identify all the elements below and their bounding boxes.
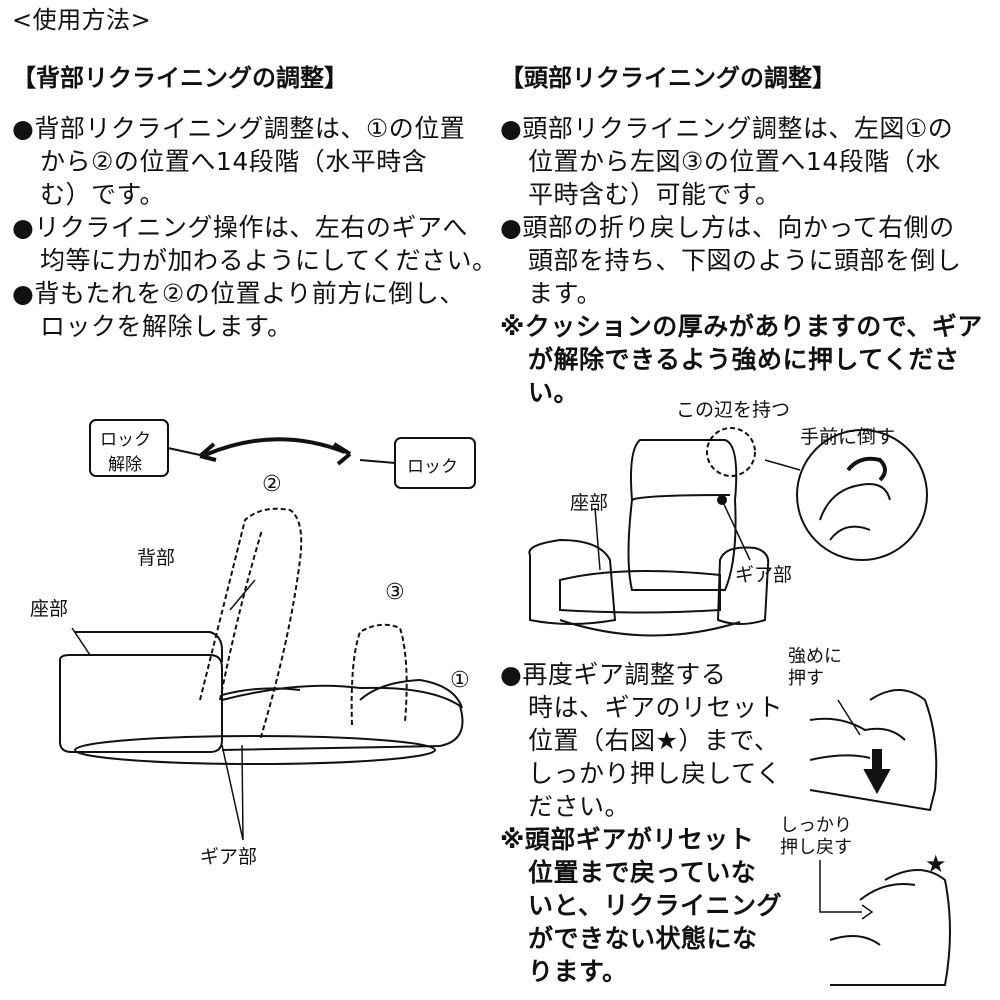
gear-label: ギア部: [200, 846, 258, 868]
push-back-label: しっかり 押し戻す: [780, 815, 852, 858]
bullet-line: ●頭部リクライニング調整は、左図①の: [500, 114, 954, 143]
lock-label: ロック: [407, 457, 458, 477]
bullet-line: 位置から左図③の位置へ14段階（水: [528, 147, 941, 176]
lock-release-label: ロック 解除: [100, 430, 151, 475]
note-line: ができない状態にな: [528, 924, 758, 953]
back-label: 背部: [137, 547, 176, 569]
headrest: [630, 439, 738, 501]
press-firmly-label: 強めに 押す: [788, 646, 842, 689]
base: [559, 619, 741, 637]
bullet-line: ●背部リクライニング調整は、①の位置: [12, 114, 466, 143]
right-note-2: ※頭部ギアがリセット 位置まで戻っていな いと、リクライニング ができない状態に…: [500, 823, 783, 988]
right-bullet-list: ●頭部リクライニング調整は、左図①の 位置から左図③の位置へ14段階（水 平時含…: [500, 112, 983, 409]
reset-line: しっかり押し戻してく: [528, 759, 782, 788]
swing-arrow: [204, 437, 346, 457]
note-line: が解除できるよう強めに押してくださ: [528, 345, 960, 374]
left-bullet-2: ●リクライニング操作は、左右のギアへ 均等に力が加わるようにしてください。: [12, 211, 498, 277]
hold-edge-label: この辺を持つ: [676, 399, 791, 421]
star-icon: ★: [925, 850, 947, 878]
pushback-headrest: [830, 869, 951, 986]
bullet-line: から②の位置へ14段階（水平時含: [40, 147, 428, 176]
bullet-line: ●背もたれを②の位置より前方に倒し、: [12, 279, 465, 308]
back-pos2: [199, 507, 303, 741]
seat: [559, 570, 721, 614]
reset-line: ださい。: [528, 792, 631, 821]
headrest-pos3: [350, 623, 408, 726]
reset-line: 時は、ギアのリセット: [528, 693, 784, 722]
pos1-label: ①: [450, 668, 470, 693]
pos2-label: ②: [262, 472, 282, 497]
right-bullet-1: ●頭部リクライニング調整は、左図①の 位置から左図③の位置へ14段階（水 平時含…: [500, 112, 983, 211]
left-bullet-1: ●背部リクライニング調整は、①の位置 から②の位置へ14段階（水平時含 む）です…: [12, 112, 498, 211]
press-headrest: [809, 689, 938, 812]
right-seat-label: 座部: [570, 492, 609, 514]
note-line: ※クッションの厚みがありますので、ギア: [500, 312, 983, 341]
bullet-line: 頭部を持ち、下図のように頭部を倒し: [528, 246, 962, 275]
bullet-line: 均等に力が加わるようにしてください。: [40, 246, 498, 275]
right-note-1: ※クッションの厚みがありますので、ギア が解除できるよう強めに押してくださ い。: [500, 310, 983, 409]
reset-line: 位置（右図★）まで、: [528, 726, 780, 755]
section-title: <使用方法>: [12, 6, 152, 34]
zoom-circle: [796, 429, 928, 561]
bullet-line: ●頭部の折り戻し方は、向かって右側の: [500, 213, 955, 242]
left-heading: 【背部リクライニングの調整】: [12, 64, 348, 92]
bullet-line: む）です。: [40, 180, 166, 209]
bullet-line: ●リクライニング操作は、左右のギアへ: [12, 213, 468, 242]
right-heading: 【頭部リクライニングの調整】: [500, 64, 836, 92]
reset-line: ●再度ギア調整する: [500, 660, 727, 689]
flat-back: [221, 684, 464, 751]
note-line: 位置まで戻っていな: [528, 858, 757, 887]
armrest-back: [75, 631, 223, 662]
pos3-label: ③: [385, 580, 405, 605]
note-line: ※頭部ギアがリセット: [500, 825, 755, 854]
seat-label: 座部: [30, 598, 69, 620]
hold-circle: [706, 427, 756, 477]
tilt-forward-label: 手前に倒す: [800, 426, 896, 448]
armrest-front: [59, 654, 223, 753]
left-armrest: [528, 538, 617, 625]
note-line: いと、リクライニング: [528, 891, 783, 920]
bullet-line: ロックを解除します。: [40, 312, 293, 341]
right-bullet-2: ●頭部の折り戻し方は、向かって右側の 頭部を持ち、下図のように頭部を倒し ます。: [500, 211, 983, 310]
right-gear-label: ギア部: [735, 564, 793, 586]
bullet-line: ます。: [528, 279, 603, 308]
bullet-line: 平時含む）可能です。: [528, 180, 781, 209]
left-bullet-list: ●背部リクライニング調整は、①の位置 から②の位置へ14段階（水平時含 む）です…: [12, 112, 498, 343]
reset-instruction: ●再度ギア調整する 時は、ギアのリセット 位置（右図★）まで、 しっかり押し戻し…: [500, 658, 783, 988]
left-bullet-3: ●背もたれを②の位置より前方に倒し、 ロックを解除します。: [12, 277, 498, 343]
tilt-arrow: [846, 456, 887, 482]
note-line: ります。: [528, 957, 628, 986]
note-line: い。: [528, 378, 580, 407]
chair-base: [74, 735, 436, 765]
